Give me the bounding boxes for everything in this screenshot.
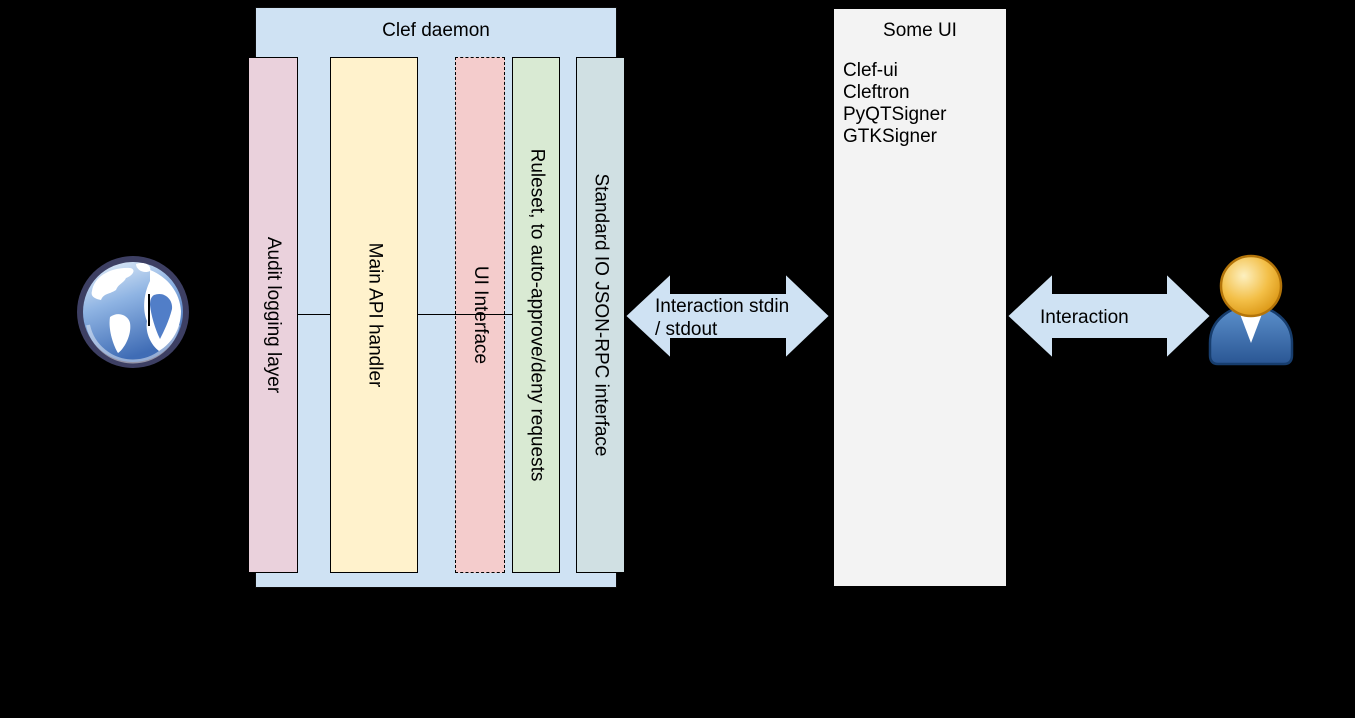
list-item: PyQTSigner [843,104,947,125]
column-label: Main API handler [364,242,386,388]
connector-line-api-to-ruleset [417,314,513,315]
column-ui-interface: UI Interface [455,57,505,573]
list-item: GTKSigner [843,126,937,147]
connector-line-audit-to-api [297,314,330,315]
some-ui-box [833,8,1007,587]
person-icon [1208,254,1294,366]
arrow-label-stdio: Interaction stdin / stdout [655,295,789,341]
column-label: Standard IO JSON-RPC interface [590,173,612,457]
column-main-api-handler: Main API handler [330,57,418,573]
arrow-label-user: Interaction [1040,306,1129,329]
column-ruleset: Ruleset, to auto-approve/deny requests [512,57,560,573]
double-arrow-icon-stdio [624,271,832,361]
list-item: Cleftron [843,82,910,103]
column-stdio-jsonrpc-interface: Standard IO JSON-RPC interface [576,57,625,573]
list-item: Clef-ui [843,60,898,81]
column-label: Ruleset, to auto-approve/deny requests [526,148,547,482]
double-arrow-icon-user [1006,271,1213,361]
clef-daemon-box [255,7,617,588]
column-label: Audit logging layer [263,236,285,394]
column-audit-logging-layer: Audit logging layer [248,57,298,573]
some-ui-list: Clef-ui Cleftron PyQTSigner GTKSigner [843,60,1003,148]
column-label: UI Interface [470,265,491,365]
arrow-label-line: Interaction stdin [655,296,790,317]
arrow-label-line: Interaction [1040,307,1129,328]
arrow-label-line: / stdout [655,319,718,340]
globe-connector-tick [148,294,150,326]
globe-icon [77,256,189,368]
clef-daemon-title: Clef daemon [382,20,490,41]
some-ui-title: Some UI [883,20,957,41]
